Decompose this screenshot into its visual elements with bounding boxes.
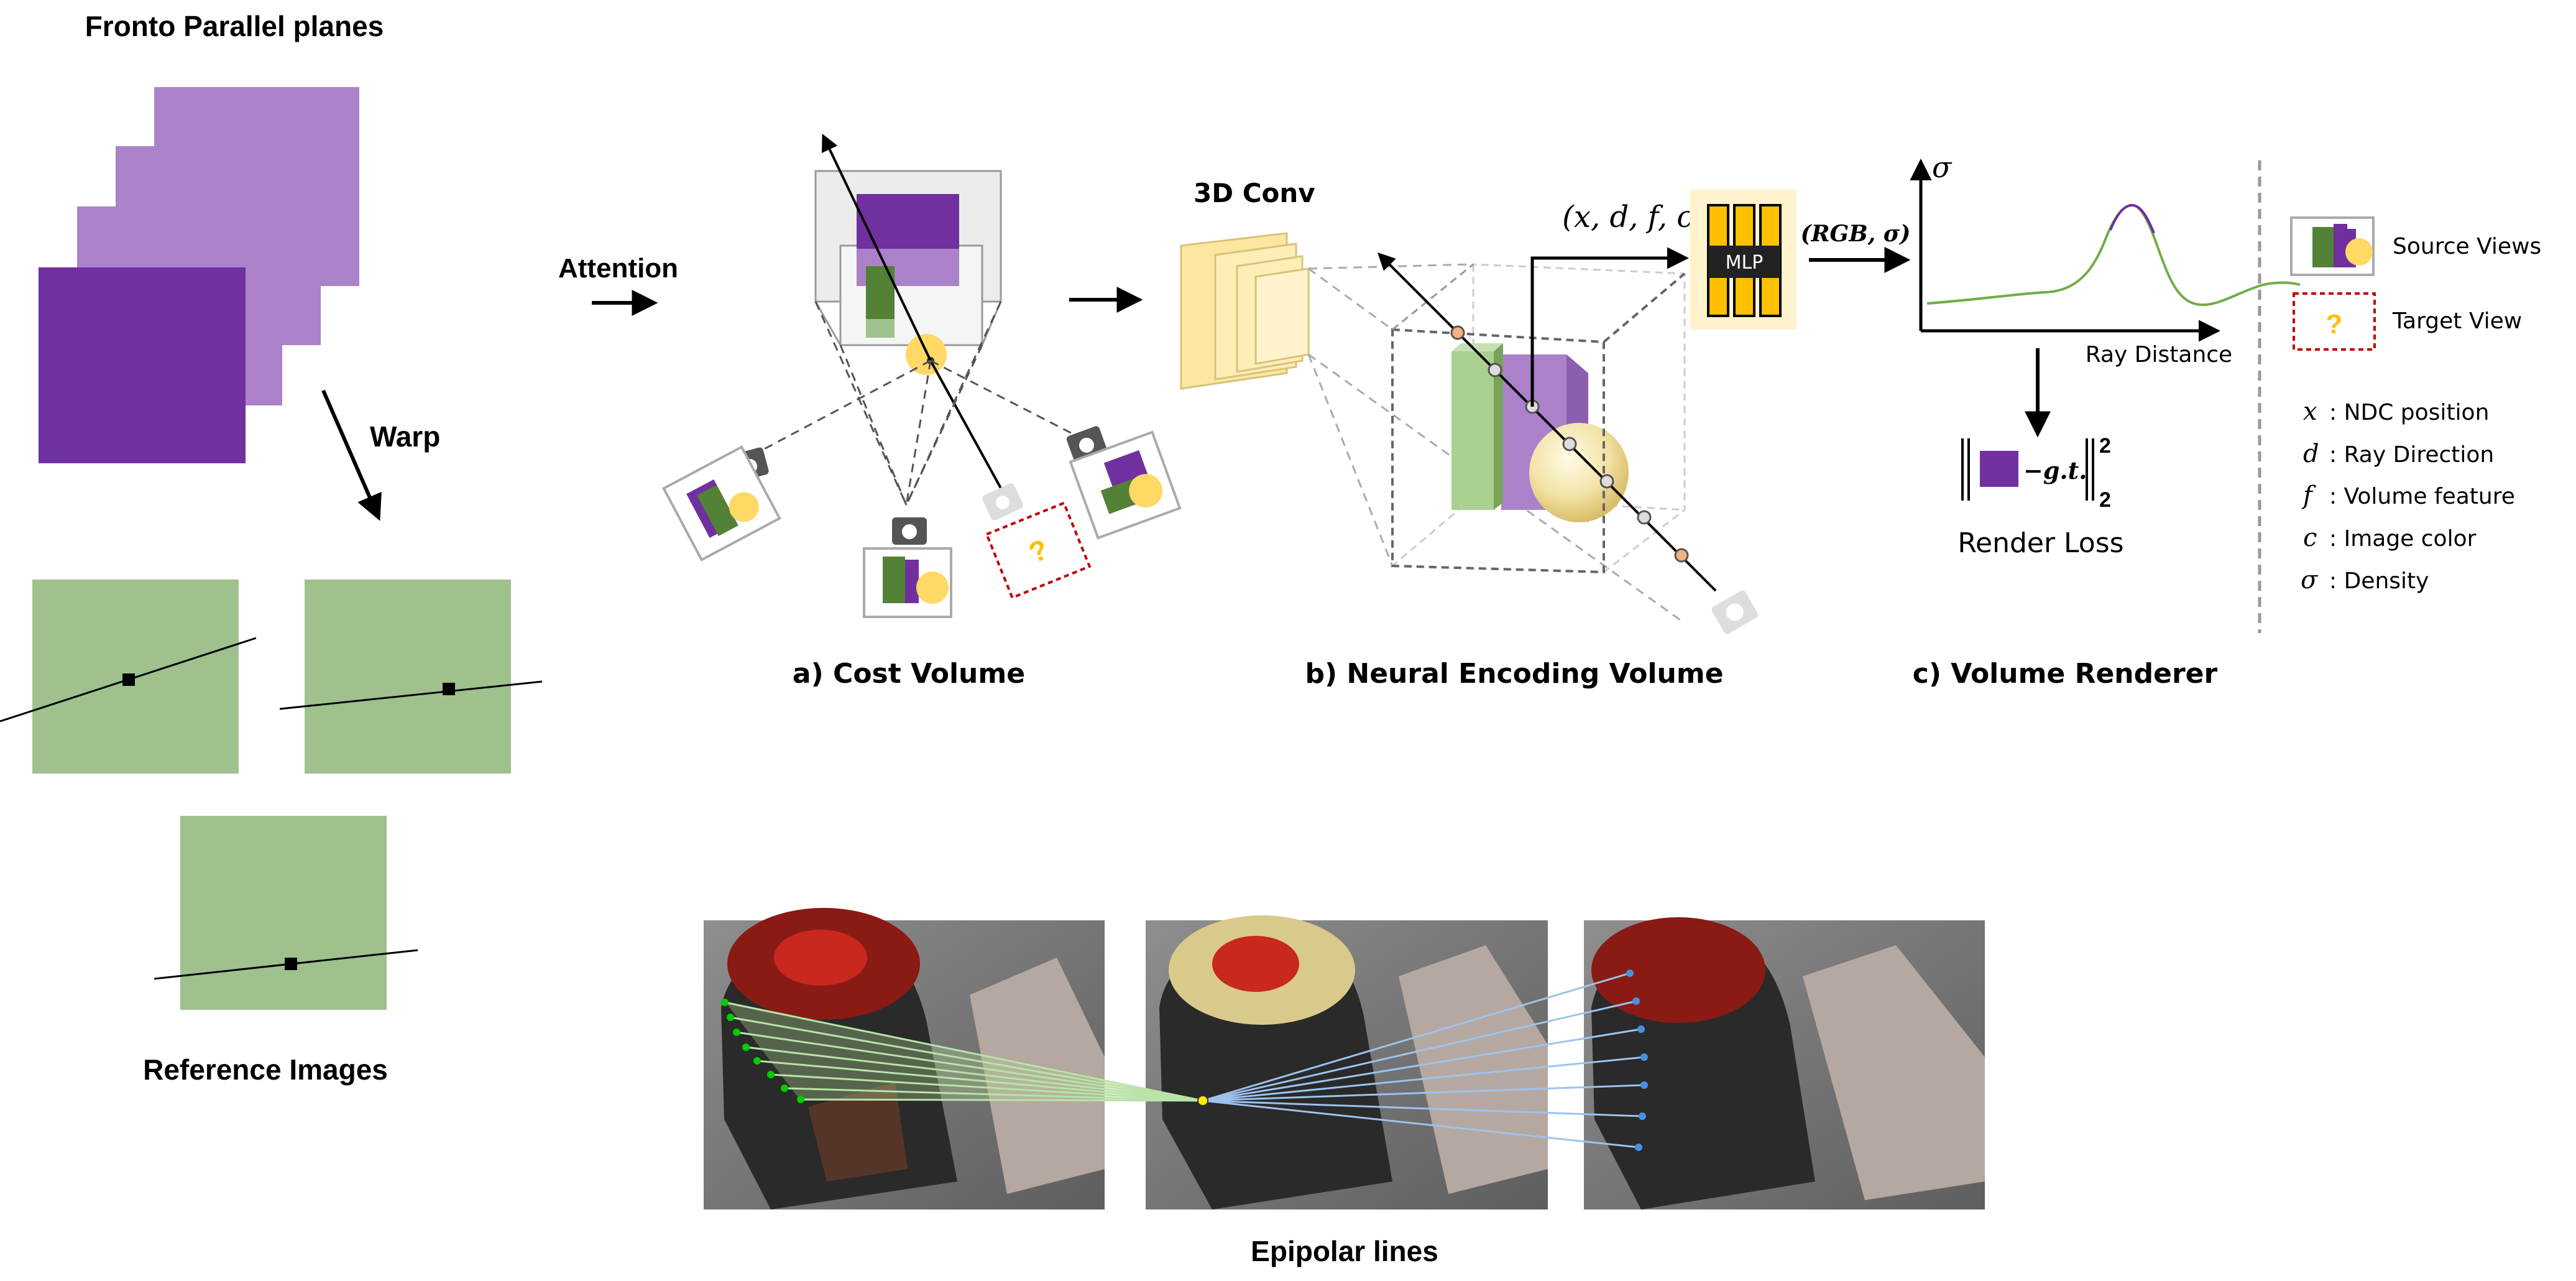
cost-volume: ? — [661, 133, 1182, 618]
reference-image-3 — [180, 816, 387, 1010]
fronto-title: Fronto Parallel planes — [85, 10, 384, 42]
render-loss-formula: −g.t. 2 2 — [1961, 434, 2111, 512]
svg-text:x: x — [2303, 397, 2317, 426]
mlp-output-label: (RGB, σ) — [1801, 221, 1911, 247]
caption-cost-volume: a) Cost Volume — [793, 658, 1025, 690]
epipolar-photo-1 — [704, 908, 1105, 1209]
camera-icon — [892, 517, 927, 545]
x-axis-label: Ray Distance — [2086, 342, 2232, 368]
warp-label: Warp — [370, 420, 440, 453]
svg-text:d: d — [2303, 440, 2319, 468]
mlp-label: MLP — [1726, 252, 1764, 274]
source-view-thumbnail — [1069, 430, 1182, 540]
legend-target-view-icon: ? — [2293, 292, 2376, 351]
reference-image-2 — [305, 580, 511, 774]
svg-text:: Ray Direction: : Ray Direction — [2329, 442, 2494, 468]
warp-arrow — [321, 389, 382, 521]
epipolar-point — [443, 683, 455, 695]
legend-source-views: Source Views — [2393, 234, 2541, 259]
epipolar-point — [285, 958, 297, 970]
epipolar-point — [122, 673, 135, 686]
conv-label: 3D Conv — [1194, 178, 1315, 208]
svg-text:f: f — [2301, 481, 2316, 510]
density-plot — [1910, 159, 2301, 342]
mlp-block: MLP — [1690, 190, 1796, 330]
plane-1 — [39, 267, 246, 463]
source-view-thumbnail — [863, 547, 952, 618]
caption-neural-encoding: b) Neural Encoding Volume — [1305, 658, 1723, 690]
svg-text:σ: σ — [2301, 566, 2319, 594]
epipolar-lines — [721, 969, 1648, 1151]
target-view-thumbnail: ? — [985, 501, 1092, 599]
neural-encoding-volume — [1378, 247, 1759, 634]
source-view-thumbnail — [661, 445, 781, 562]
camera-icon — [1711, 590, 1759, 634]
norm-subscript: 2 — [2099, 488, 2111, 512]
svg-text:c: c — [2303, 524, 2317, 552]
reference-images-label: Reference Images — [143, 1053, 388, 1086]
svg-text:: Image color: : Image color — [2329, 526, 2477, 552]
3d-conv-block — [1180, 232, 1310, 390]
epipolar-photo-2 — [1146, 915, 1548, 1209]
svg-text:?: ? — [2326, 309, 2343, 340]
y-axis-label: σ — [1932, 150, 1953, 184]
svg-text:: Density: : Density — [2329, 568, 2429, 594]
legend-source-views-icon — [2290, 216, 2375, 276]
epipolar-photo-3 — [1584, 917, 1985, 1209]
mlp-input-label: (x, d, f, c) — [1562, 200, 1705, 234]
attention-label: Attention — [558, 253, 678, 284]
legend-symbols: x : NDC position d : Ray Direction f : V… — [2301, 397, 2515, 594]
caption-epipolar: Epipolar lines — [1251, 1235, 1438, 1267]
svg-text:: Volume feature: : Volume feature — [2329, 484, 2515, 509]
gt-label: −g.t. — [2023, 456, 2087, 484]
svg-text:: NDC position: : NDC position — [2329, 400, 2489, 425]
norm-superscript: 2 — [2099, 434, 2111, 458]
target-camera-icon — [982, 483, 1023, 520]
caption-volume-renderer: c) Volume Renderer — [1913, 658, 2218, 690]
render-loss-label: Render Loss — [1957, 527, 2123, 559]
legend-target-view: Target View — [2392, 308, 2522, 334]
reference-images — [0, 580, 543, 1010]
fronto-parallel-planes — [39, 87, 359, 463]
